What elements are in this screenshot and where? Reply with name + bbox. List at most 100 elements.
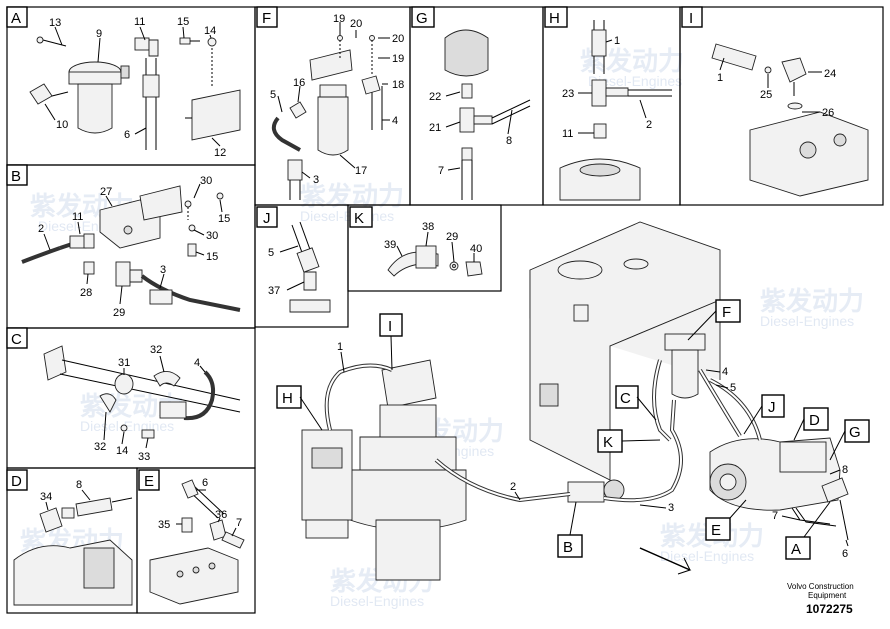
callout-b-3: 3 <box>160 264 166 276</box>
callout-b-15b: 15 <box>206 251 218 263</box>
callout-b-30: 30 <box>200 175 212 187</box>
panel-letter-k: K <box>354 210 364 227</box>
watermark-en: Diesel-Engines <box>760 313 854 329</box>
callout-b-27: 27 <box>100 186 112 198</box>
main-callouts: I H F C K J D G E B A 1 4 <box>276 299 870 560</box>
callout-f-17: 17 <box>355 165 367 177</box>
callout-a-9: 9 <box>96 28 102 40</box>
callout-g-7: 7 <box>438 165 444 177</box>
watermark-en: Diesel-Engines <box>330 593 424 609</box>
callout-i-26: 26 <box>822 107 834 119</box>
callout-b-29: 29 <box>113 307 125 319</box>
callout-b-28: 28 <box>80 287 92 299</box>
panel-k-drawing: 38 39 29 40 <box>384 221 483 277</box>
callout-a-13: 13 <box>49 17 61 29</box>
callout-h-1: 1 <box>614 35 620 47</box>
main-callout-2: 2 <box>510 481 516 493</box>
panel-frames <box>6 6 884 614</box>
panel-j-drawing: 5 37 <box>268 221 331 313</box>
callout-i-24: 24 <box>824 68 836 80</box>
main-letter-e: E <box>711 522 721 539</box>
callout-f-5: 5 <box>270 89 276 101</box>
callout-a-11: 11 <box>134 16 145 28</box>
panel-letter-f: F <box>262 10 271 27</box>
panel-d-drawing: 34 8 <box>13 479 133 606</box>
panel-letter-boxes: A F G H I B J K C D E <box>6 6 703 491</box>
main-letter-d: D <box>809 412 820 429</box>
callout-k-38: 38 <box>422 221 434 233</box>
callout-g-8: 8 <box>506 135 512 147</box>
callout-f-19: 19 <box>333 13 345 25</box>
panel-letter-g: G <box>416 10 428 27</box>
callout-a-15: 15 <box>177 16 189 28</box>
callout-e-36: 36 <box>215 509 227 521</box>
callout-j-37: 37 <box>268 285 280 297</box>
panel-i-drawing: 1 24 25 26 <box>711 43 869 197</box>
callout-g-22: 22 <box>429 91 441 103</box>
panel-e-drawing: 6 35 36 7 <box>149 477 245 605</box>
callout-b-15: 15 <box>218 213 230 225</box>
main-callout-7: 7 <box>772 510 778 522</box>
main-letter-f: F <box>722 304 731 321</box>
panel-letter-e: E <box>144 473 154 490</box>
main-callout-4: 4 <box>722 366 728 378</box>
main-letter-i: I <box>388 318 392 335</box>
callout-e-35: 35 <box>158 519 170 531</box>
panel-letter-a: A <box>11 10 21 27</box>
callout-j-5: 5 <box>268 247 274 259</box>
callout-c-14: 14 <box>116 445 128 457</box>
panel-letter-j: J <box>263 210 271 227</box>
callout-c-32b: 32 <box>94 441 106 453</box>
watermark-cn: 紫发动力 <box>760 286 864 316</box>
callout-f-20b: 20 <box>392 33 404 45</box>
callout-k-29: 29 <box>446 231 458 243</box>
main-letter-k: K <box>603 434 613 451</box>
callout-f-16: 16 <box>293 77 305 89</box>
callout-d-34: 34 <box>40 491 52 503</box>
main-letter-h: H <box>282 390 293 407</box>
main-letter-c: C <box>620 390 631 407</box>
callout-a-10: 10 <box>56 119 68 131</box>
panel-c-drawing: 31 32 4 32 14 33 <box>43 344 241 463</box>
callout-c-32: 32 <box>150 344 162 356</box>
callout-e-6: 6 <box>202 477 208 489</box>
callout-a-6: 6 <box>124 129 130 141</box>
main-callout-6: 6 <box>842 548 848 560</box>
panel-a-drawing: 13 9 11 15 14 10 6 12 <box>29 16 241 159</box>
watermark-en: Diesel-Engines <box>660 548 754 564</box>
callout-c-4: 4 <box>194 357 200 369</box>
callout-h-11: 11 <box>562 128 573 140</box>
panel-h-drawing: 1 23 2 11 <box>559 20 672 201</box>
callout-f-20: 20 <box>350 18 362 30</box>
callout-f-4: 4 <box>392 115 398 127</box>
callout-f-3: 3 <box>313 174 319 186</box>
callout-k-40: 40 <box>470 243 482 255</box>
callout-e-7: 7 <box>236 517 242 529</box>
callout-a-12: 12 <box>214 147 226 159</box>
main-callout-1: 1 <box>337 341 343 353</box>
callout-b-2: 2 <box>38 223 44 235</box>
watermark-en: Diesel-Engines <box>80 418 174 434</box>
main-callout-8: 8 <box>842 464 848 476</box>
callout-g-21: 21 <box>429 122 441 134</box>
callout-h-2: 2 <box>646 119 652 131</box>
panel-letter-h: H <box>549 10 560 27</box>
footer-company-line2: Equipment <box>808 591 847 600</box>
panel-b-drawing: 27 30 11 15 2 30 15 3 28 29 <box>21 175 241 319</box>
footer-part-number: 1072275 <box>806 602 853 616</box>
main-letter-a: A <box>791 541 801 558</box>
callout-i-1: 1 <box>717 72 723 84</box>
panel-g-drawing: 22 21 8 7 <box>429 29 531 200</box>
main-callout-5: 5 <box>730 382 736 394</box>
watermark-en: Diesel-Engines <box>300 208 394 224</box>
footer-company-line1: Volvo Construction <box>787 582 854 591</box>
callout-f-19b: 19 <box>392 53 404 65</box>
footer: Volvo Construction Equipment 1072275 <box>787 582 854 616</box>
callout-c-31: 31 <box>118 357 130 369</box>
main-letter-g: G <box>849 424 861 441</box>
main-callout-3: 3 <box>668 502 674 514</box>
callout-h-23: 23 <box>562 88 574 100</box>
main-letter-j: J <box>768 399 776 416</box>
callout-c-33: 33 <box>138 451 150 463</box>
